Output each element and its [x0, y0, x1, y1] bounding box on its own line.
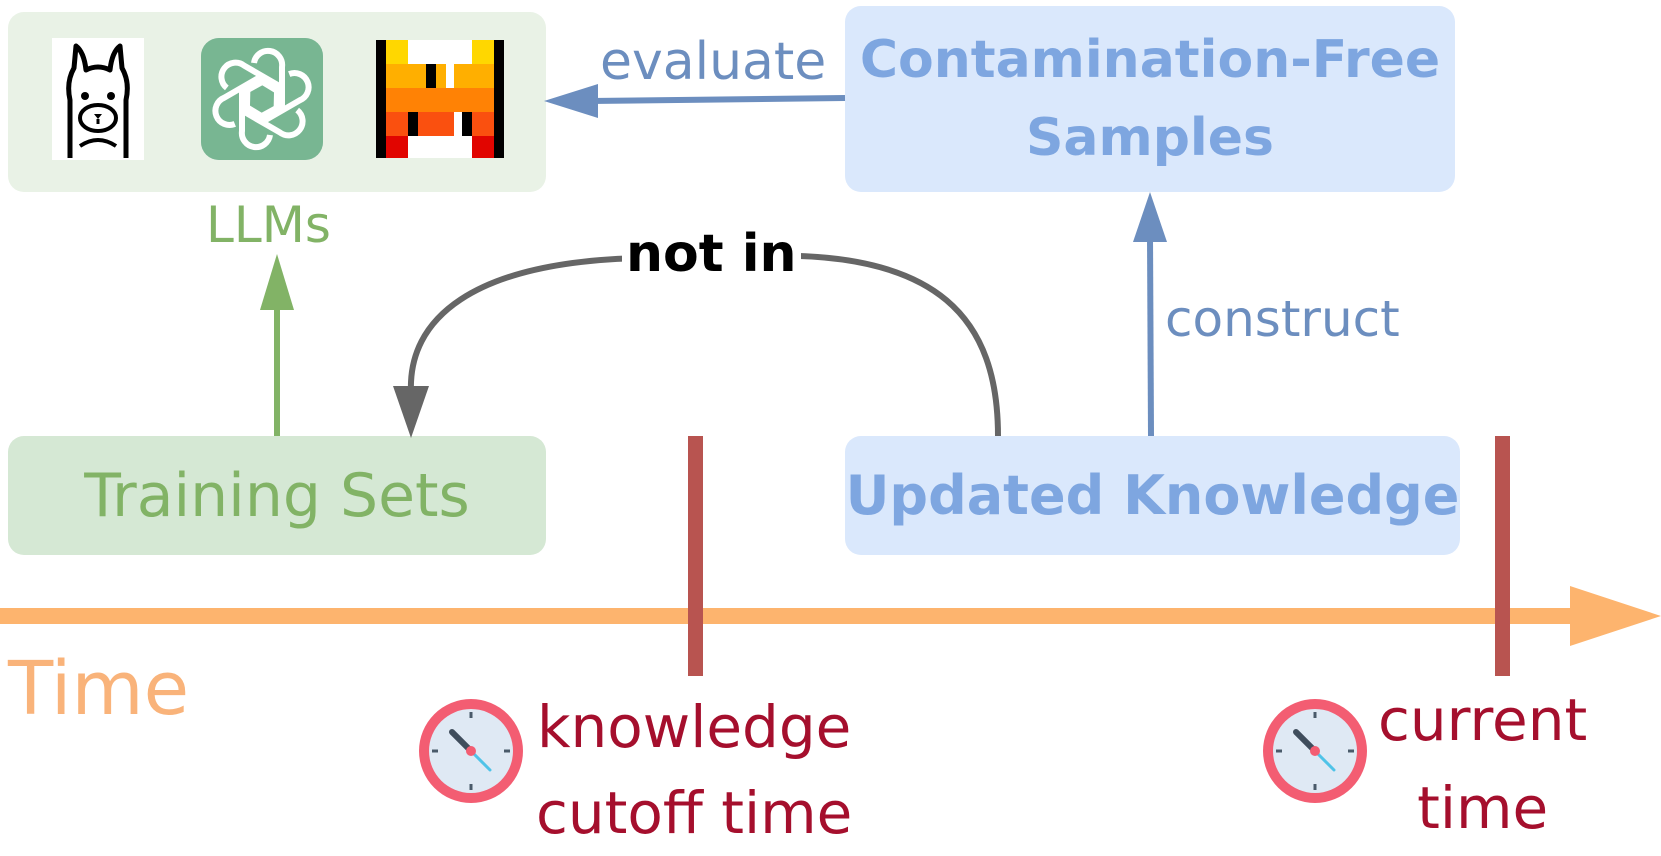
- current-time-line1: current: [1378, 686, 1588, 754]
- arrow-training-to-llms: [260, 254, 294, 436]
- llms-label: LLMs: [206, 196, 331, 254]
- construct-label: construct: [1165, 290, 1400, 348]
- current-time-line2: time: [1417, 774, 1549, 842]
- current-time-label: current time: [1378, 676, 1587, 852]
- training-sets-label: Training Sets: [84, 460, 470, 531]
- knowledge-cutoff-line1: knowledge: [536, 693, 852, 761]
- arrow-evaluate: [544, 84, 846, 118]
- not-in-label: not in: [622, 228, 801, 280]
- clock-icon: [416, 696, 526, 806]
- updated-knowledge-node: Updated Knowledge: [845, 436, 1460, 555]
- openai-icon: [201, 38, 323, 160]
- updated-knowledge-label: Updated Knowledge: [845, 464, 1460, 527]
- knowledge-cutoff-marker: [688, 436, 703, 676]
- current-time-marker: [1495, 436, 1510, 676]
- mistral-icon: [376, 40, 504, 158]
- diagram-connectors: [0, 84, 1661, 676]
- contamination-free-line2: Samples: [1025, 108, 1274, 168]
- llama-icon: [52, 38, 144, 160]
- evaluate-label: evaluate: [600, 32, 827, 92]
- knowledge-cutoff-label: knowledge cutoff time: [536, 684, 852, 856]
- timeline-axis: [0, 586, 1661, 646]
- contamination-free-samples-node: Contamination-Free Samples: [845, 6, 1455, 192]
- training-sets-node: Training Sets: [8, 436, 546, 555]
- clock-icon: [1260, 696, 1370, 806]
- contamination-free-line1: Contamination-Free: [859, 30, 1441, 90]
- knowledge-cutoff-line2: cutoff time: [536, 779, 853, 847]
- time-axis-label: Time: [8, 646, 190, 732]
- arrow-construct: [1133, 192, 1167, 437]
